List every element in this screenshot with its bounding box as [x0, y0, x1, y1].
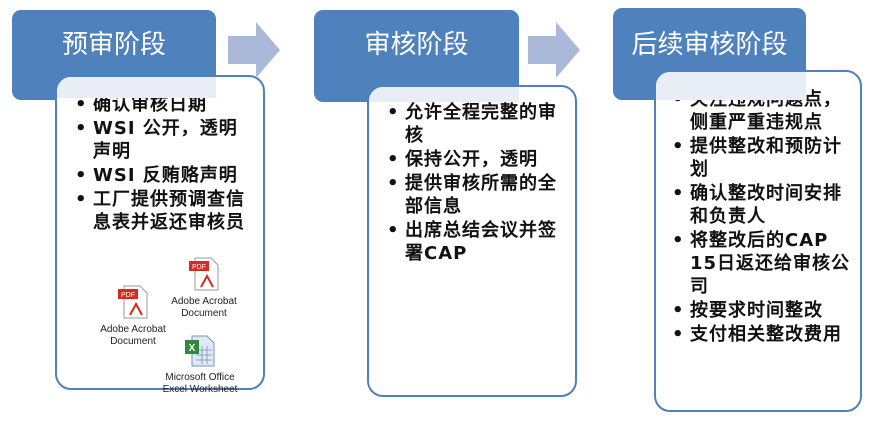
list-item: 按要求时间整改 — [670, 299, 854, 322]
stage-items: 确认审核日期 WSI 公开，透明声明 WSI 反贿赂声明 工厂提供预调查信息表并… — [73, 93, 255, 234]
list-item: 确认审核日期 — [73, 93, 255, 116]
header-card-overlap — [369, 87, 519, 102]
stage-title: 预审阶段 — [61, 30, 166, 60]
pdf-icon: PDF — [189, 257, 219, 291]
attachment-label: Adobe Acrobat Document — [171, 296, 237, 319]
attachment-excel[interactable]: X Microsoft Office Excel Worksheet — [140, 334, 260, 396]
svg-text:X: X — [189, 343, 196, 354]
list-item: WSI 反贿赂声明 — [73, 164, 255, 187]
arrow-right-icon — [528, 22, 580, 78]
arrow-right-icon — [228, 22, 280, 78]
stage-items: 关注违规问题点，侧重严重违规点 提供整改和预防计划 确认整改时间安排和负责人 将… — [670, 88, 854, 346]
list-item: WSI 公开，透明声明 — [73, 117, 255, 163]
pdf-icon: PDF — [118, 285, 148, 319]
attachment-pdf-2[interactable]: PDF Adobe Acrobat Document — [152, 256, 256, 320]
stage-card-follow-up: 关注违规问题点，侧重严重违规点 提供整改和预防计划 确认整改时间安排和负责人 将… — [654, 70, 862, 412]
attachment-pdf-1[interactable]: PDF Adobe Acrobat Document — [78, 284, 188, 348]
header-card-overlap — [57, 77, 216, 98]
list-item: 将整改后的CAP 15日返还给审核公司 — [670, 229, 854, 298]
list-item: 提供整改和预防计划 — [670, 135, 854, 181]
list-item: 允许全程完整的审核 — [385, 101, 569, 147]
svg-text:PDF: PDF — [192, 264, 206, 271]
list-item: 确认整改时间安排和负责人 — [670, 182, 854, 228]
stage-title: 后续审核阶段 — [631, 30, 788, 60]
list-item: 工厂提供预调查信息表并返还审核员 — [73, 188, 255, 234]
stage-title: 审核阶段 — [364, 30, 469, 60]
stage-card-pre-audit: 确认审核日期 WSI 公开，透明声明 WSI 反贿赂声明 工厂提供预调查信息表并… — [55, 75, 265, 390]
attachment-label: Microsoft Office Excel Worksheet — [162, 372, 238, 395]
excel-icon: X — [185, 335, 215, 367]
header-card-overlap — [656, 72, 806, 100]
stage-items: 允许全程完整的审核 保持公开，透明 提供审核所需的全部信息 出席总结会议并签署C… — [385, 101, 569, 265]
svg-text:PDF: PDF — [121, 292, 135, 299]
list-item: 保持公开，透明 — [385, 148, 569, 171]
list-item: 提供审核所需的全部信息 — [385, 172, 569, 218]
attachment-label: Adobe Acrobat Document — [100, 324, 166, 347]
list-item: 支付相关整改费用 — [670, 323, 854, 346]
list-item: 出席总结会议并签署CAP — [385, 219, 569, 265]
stage-card-audit: 允许全程完整的审核 保持公开，透明 提供审核所需的全部信息 出席总结会议并签署C… — [367, 85, 577, 397]
